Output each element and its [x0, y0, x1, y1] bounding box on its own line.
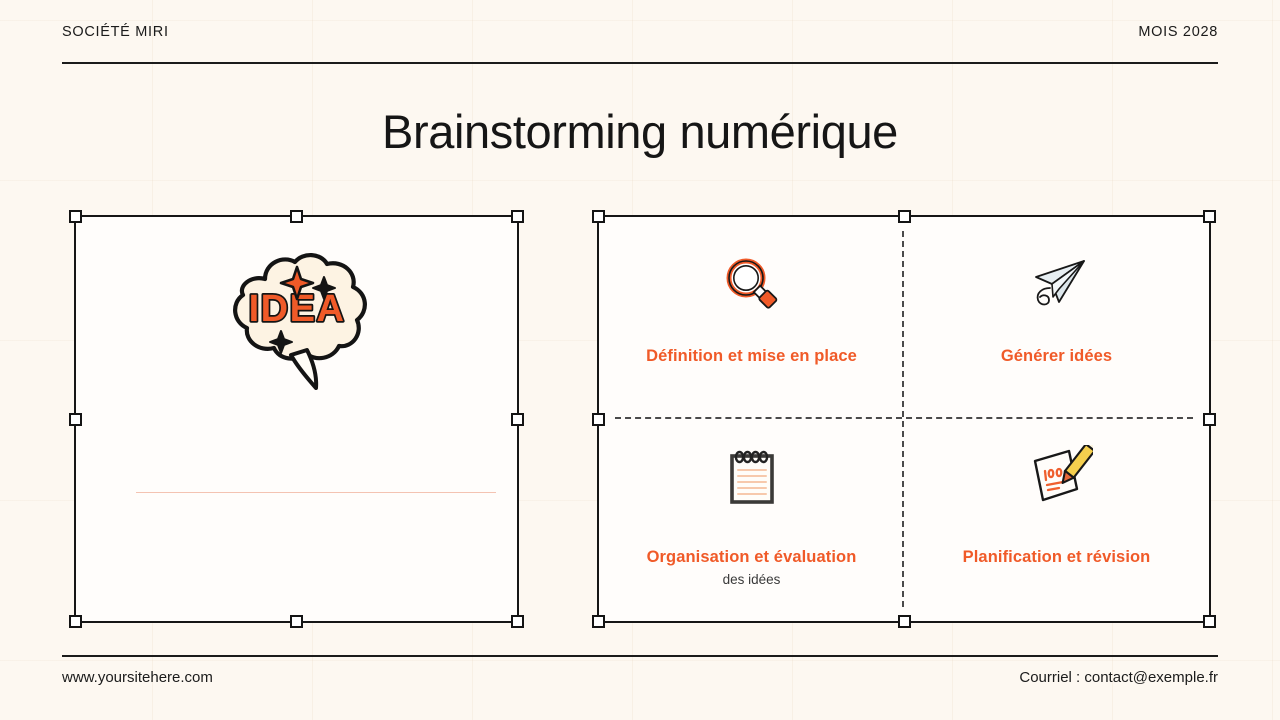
resize-handle-middle-right[interactable] — [1203, 412, 1216, 426]
magnifying-glass-icon — [720, 249, 784, 323]
resize-handle-bottom-left[interactable] — [592, 615, 605, 628]
resize-handle-middle-left[interactable] — [69, 412, 82, 426]
company-name: SOCIÉTÉ MIRI — [62, 24, 169, 40]
slide-header: SOCIÉTÉ MIRI MOIS 2028 — [62, 24, 1218, 64]
quadrant-definition[interactable]: Définition et mise en place — [599, 217, 904, 419]
resize-handle-middle-right[interactable] — [511, 412, 524, 426]
left-selection-frame[interactable]: IDEA — [69, 210, 524, 628]
vertical-dashed-divider — [902, 231, 904, 607]
quadrant-title: Générer idées — [1000, 347, 1113, 365]
resize-handle-bottom-center[interactable] — [290, 615, 303, 628]
divider-rule — [136, 492, 496, 493]
slide-date: MOIS 2028 — [1138, 24, 1218, 40]
paper-airplane-icon — [1022, 249, 1092, 323]
resize-handle-bottom-center[interactable] — [897, 615, 911, 628]
spiral-notepad-icon — [724, 441, 780, 515]
right-selection-frame[interactable]: Définition et mise en place Générer idée… — [592, 210, 1216, 628]
horizontal-dashed-divider — [615, 417, 1193, 419]
thought-bubble-idea-icon: IDEA — [221, 249, 373, 402]
quadrant-title: Organisation et évaluation — [646, 548, 857, 566]
slide-footer: www.yoursitehere.com Courriel : contact@… — [62, 655, 1218, 697]
resize-handle-bottom-right[interactable] — [511, 615, 524, 628]
quadrant-generate[interactable]: Générer idées — [904, 217, 1209, 419]
footer-website[interactable]: www.yoursitehere.com — [62, 668, 213, 686]
paper-and-pencil-icon — [1021, 441, 1093, 515]
quadrant-title: Planification et révision — [962, 548, 1151, 566]
quadrant-title: Définition et mise en place — [646, 347, 857, 365]
resize-handle-top-left[interactable] — [592, 210, 605, 223]
quadrant-planification[interactable]: Planification et révision — [904, 419, 1209, 621]
footer-email[interactable]: Courriel : contact@exemple.fr — [1019, 668, 1218, 686]
resize-handle-top-center[interactable] — [897, 210, 911, 223]
quadrant-grid: Définition et mise en place Générer idée… — [599, 217, 1209, 621]
resize-handle-top-left[interactable] — [69, 210, 82, 223]
quadrant-organisation[interactable]: Organisation et évaluation des idées — [599, 419, 904, 621]
resize-handle-bottom-right[interactable] — [1203, 615, 1216, 628]
quadrant-subtitle: des idées — [722, 572, 781, 587]
resize-handle-top-right[interactable] — [511, 210, 524, 223]
resize-handle-middle-left[interactable] — [592, 412, 605, 426]
resize-handle-top-center[interactable] — [290, 210, 303, 223]
resize-handle-top-right[interactable] — [1203, 210, 1216, 223]
page-title: Brainstorming numérique — [382, 105, 898, 158]
resize-handle-bottom-left[interactable] — [69, 615, 82, 628]
